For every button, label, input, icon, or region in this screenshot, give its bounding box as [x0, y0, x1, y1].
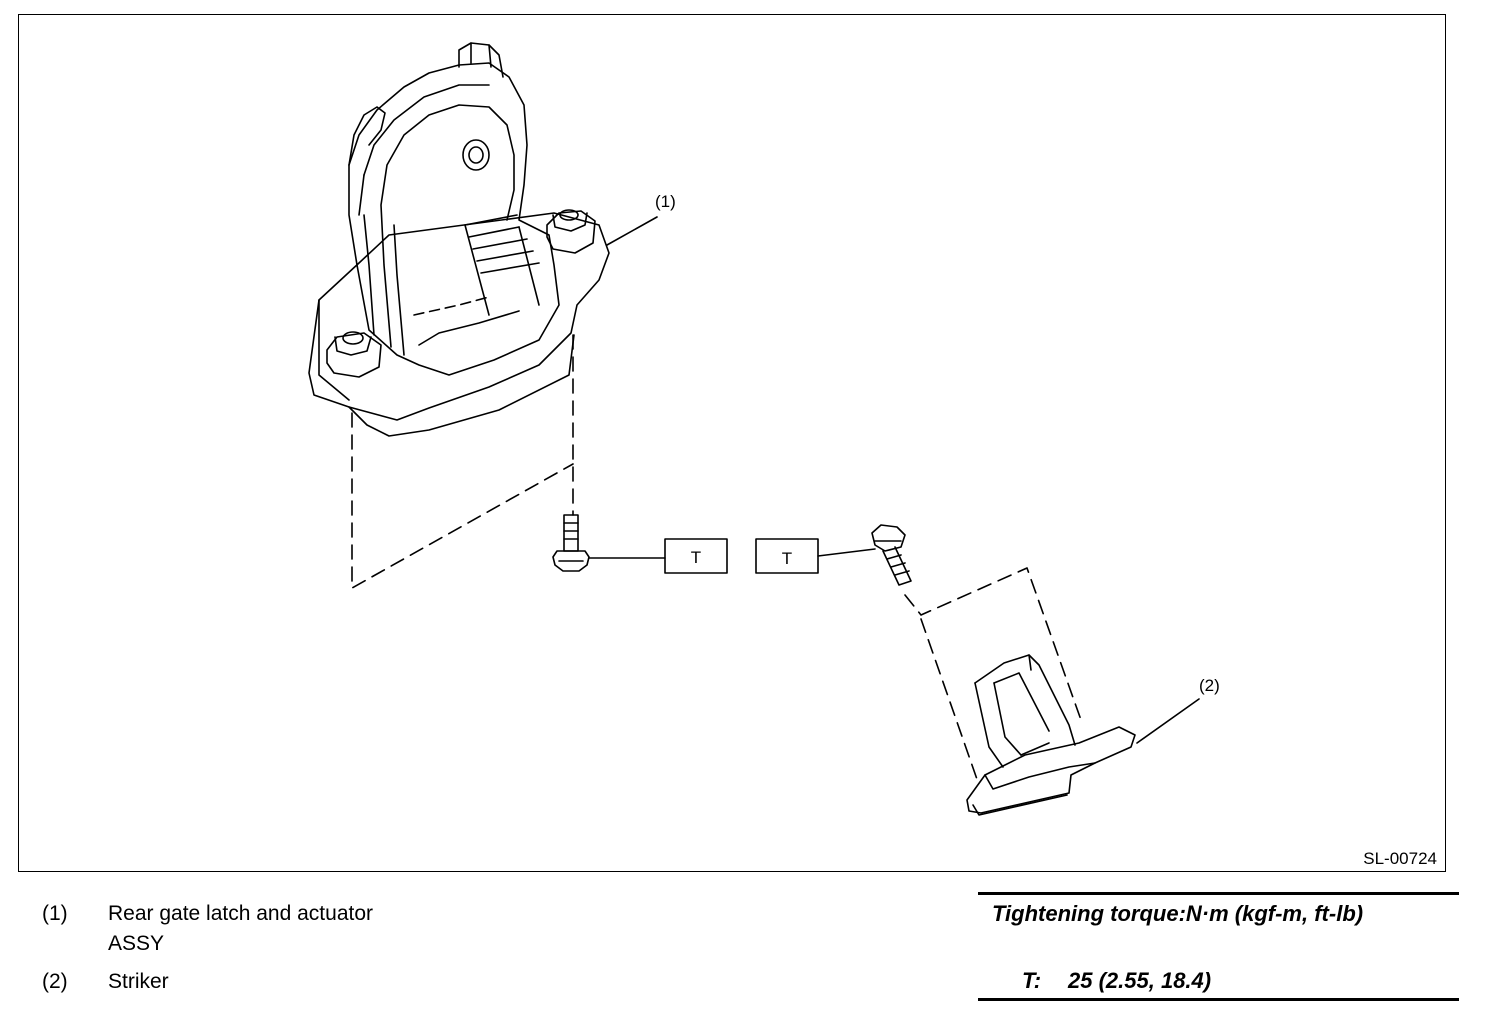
legend-item-2: (2) Striker [42, 967, 502, 997]
torque-marker-striker: T [782, 549, 792, 568]
striker-alignment-lines [904, 567, 1082, 786]
legend-text: Striker [108, 970, 169, 993]
torque-marker-latch: T [691, 548, 701, 567]
legend-number: (1) [42, 902, 68, 925]
callout-1-leader [606, 216, 658, 246]
torque-table-bottom-rule [978, 998, 1459, 1001]
callout-2-leader [1136, 698, 1200, 744]
callout-1-label: (1) [655, 192, 676, 211]
legend-line: ASSY [108, 932, 165, 955]
striker-bolt [871, 524, 912, 586]
legend-text: Rear gate latch and actuator ASSY [108, 899, 468, 959]
legend-number: (2) [42, 970, 68, 993]
callout-2-label: (2) [1199, 676, 1220, 695]
torque-table-mark: T: [1022, 968, 1042, 993]
figure-code: SL-00724 [1363, 849, 1437, 868]
latch-alignment-lines [351, 334, 574, 589]
torque-box-latch [664, 538, 728, 574]
legend-item-1: (1) Rear gate latch and actuator ASSY [42, 899, 502, 961]
legend-line: Rear gate latch and actuator [108, 902, 374, 925]
latch-actuator-assembly [308, 42, 610, 437]
striker-bolt-leader-line [817, 548, 876, 557]
diagram-frame: (1) (2) T T SL-00724 [18, 14, 1446, 872]
torque-table-top-rule [978, 892, 1459, 895]
torque-table-value: 25 (2.55, 18.4) [1068, 968, 1212, 993]
striker [966, 654, 1136, 816]
torque-table-header: Tightening torque:N·m (kgf-m, ft-lb) [992, 901, 1364, 926]
latch-bolt [552, 514, 590, 572]
exploded-view-drawing: (1) (2) T T SL-00724 [308, 42, 1437, 868]
